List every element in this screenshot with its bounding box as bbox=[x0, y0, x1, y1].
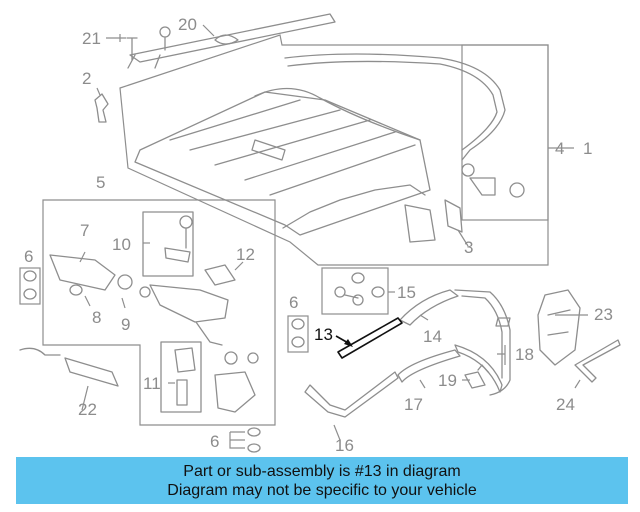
soft-top-frame bbox=[134, 87, 436, 243]
diagram-notice-banner: Part or sub-assembly is #13 in diagram D… bbox=[16, 457, 628, 504]
callout-17: 17 bbox=[404, 395, 423, 414]
callout-7: 7 bbox=[80, 221, 89, 240]
hinge-group-outline bbox=[42, 199, 276, 426]
callout-4: 4 bbox=[555, 139, 564, 158]
hinge-parts bbox=[49, 211, 259, 413]
callout-6b: 6 bbox=[289, 293, 298, 312]
callout-19: 19 bbox=[438, 371, 457, 390]
callout-14: 14 bbox=[423, 327, 442, 346]
rear-trim-strip bbox=[127, 13, 336, 69]
callout-13: 13 bbox=[314, 325, 333, 344]
rail-group-outline bbox=[461, 44, 549, 221]
callout-6c: 6 bbox=[210, 432, 219, 451]
callout-20: 20 bbox=[178, 15, 197, 34]
callout-18: 18 bbox=[515, 345, 534, 364]
callout-6a: 6 bbox=[24, 247, 33, 266]
callout-16: 16 bbox=[335, 436, 354, 455]
callout-21: 21 bbox=[82, 29, 101, 48]
callout-11: 11 bbox=[143, 374, 161, 393]
callout-24: 24 bbox=[556, 395, 575, 414]
side-rail bbox=[284, 53, 506, 161]
callout-5: 5 bbox=[96, 173, 105, 192]
weatherstrip-part-13 bbox=[337, 317, 403, 359]
banner-line-2: Diagram may not be specific to your vehi… bbox=[167, 481, 477, 499]
callout-22: 22 bbox=[78, 400, 97, 419]
callout-8: 8 bbox=[92, 308, 101, 327]
callout-9: 9 bbox=[121, 315, 130, 334]
callout-3: 3 bbox=[464, 238, 473, 257]
callout-12: 12 bbox=[236, 245, 255, 264]
callout-23: 23 bbox=[594, 305, 613, 324]
callout-15: 15 bbox=[397, 283, 416, 302]
callout-1: 1 bbox=[583, 139, 592, 158]
parts-diagram: 1 2 3 4 5 6 6 6 7 8 9 10 11 12 13 14 15 … bbox=[19, 13, 621, 455]
banner-line-1: Part or sub-assembly is #13 in diagram bbox=[183, 462, 461, 480]
callout-10: 10 bbox=[112, 235, 131, 254]
top-frame-group-outline bbox=[119, 34, 549, 266]
callout-2: 2 bbox=[82, 69, 91, 88]
